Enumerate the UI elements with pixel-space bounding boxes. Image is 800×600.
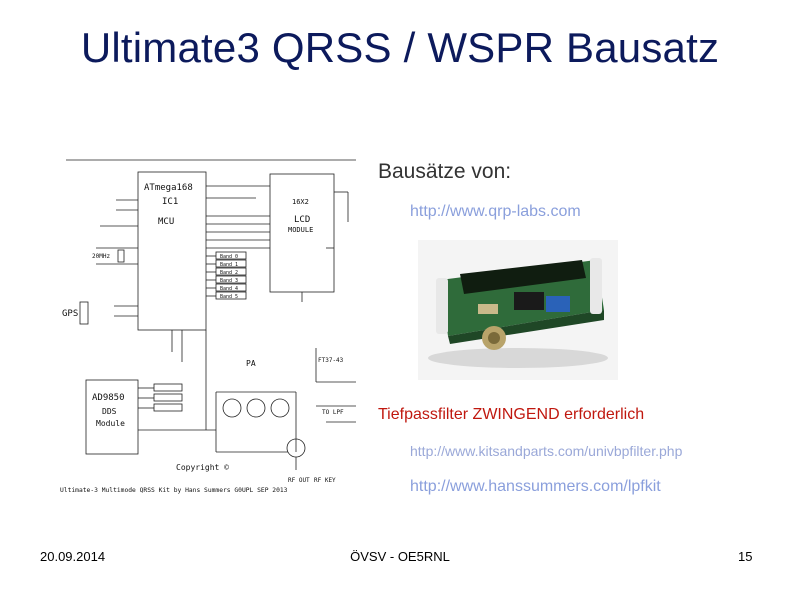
schematic-caption: Ultimate-3 Multimode QRSS Kit by Hans Su… xyxy=(60,487,288,494)
kit-photo xyxy=(418,240,618,380)
ic1-name-label: IC1 xyxy=(162,197,178,207)
pa-label: PA xyxy=(246,359,256,368)
band-label: Band 3 xyxy=(220,278,238,284)
band-label: Band 5 xyxy=(220,294,238,300)
footer-page-number: 15 xyxy=(738,549,753,564)
copyright-label: Copyright © xyxy=(176,463,229,472)
rf-out-label: RF OUT xyxy=(288,477,310,484)
band-label: Band 0 xyxy=(220,254,238,260)
qrp-labs-link[interactable]: http://www.qrp-labs.com xyxy=(410,203,581,220)
footer-organization: ÖVSV - OE5RNL xyxy=(350,549,450,564)
slide-title: Ultimate3 QRSS / WSPR Bausatz xyxy=(80,24,720,71)
dds-module-label: Module xyxy=(96,419,125,428)
xtal-label: 20MHz xyxy=(92,253,110,260)
kits-heading: Bausätze von: xyxy=(378,160,512,183)
lcd-module-label: MODULE xyxy=(288,226,313,234)
lcd-label: LCD xyxy=(294,215,310,225)
filter-warning: Tiefpassfilter ZWINGEND erforderlich xyxy=(378,406,645,423)
ic1-part-label: ATmega168 xyxy=(144,183,193,193)
kitsandparts-link[interactable]: http://www.kitsandparts.com/univbpfilter… xyxy=(410,443,683,459)
lcd-part-label: 16X2 xyxy=(292,198,309,206)
band-label: Band 2 xyxy=(220,270,238,276)
ic1-mcu-label: MCU xyxy=(158,217,174,227)
dds-block xyxy=(85,379,139,455)
band-label: Band 4 xyxy=(220,286,238,292)
dds-label: DDS xyxy=(102,407,117,416)
footer-date: 20.09.2014 xyxy=(40,549,106,564)
circuit-schematic: ATmega168 IC1 MCU 16X2 LCD MODULE AD9850… xyxy=(56,152,368,498)
hanssummers-link[interactable]: http://www.hanssummers.com/lpfkit xyxy=(410,478,661,495)
ic1-block xyxy=(137,171,207,331)
dds-part-label: AD9850 xyxy=(92,393,125,403)
filter-label: FT37-43 xyxy=(318,357,344,364)
band-label: Band 1 xyxy=(220,262,238,268)
gps-label: GPS xyxy=(62,309,78,319)
rf-key-label: RF KEY xyxy=(314,477,336,484)
lpf-label: TO LPF xyxy=(322,409,344,416)
